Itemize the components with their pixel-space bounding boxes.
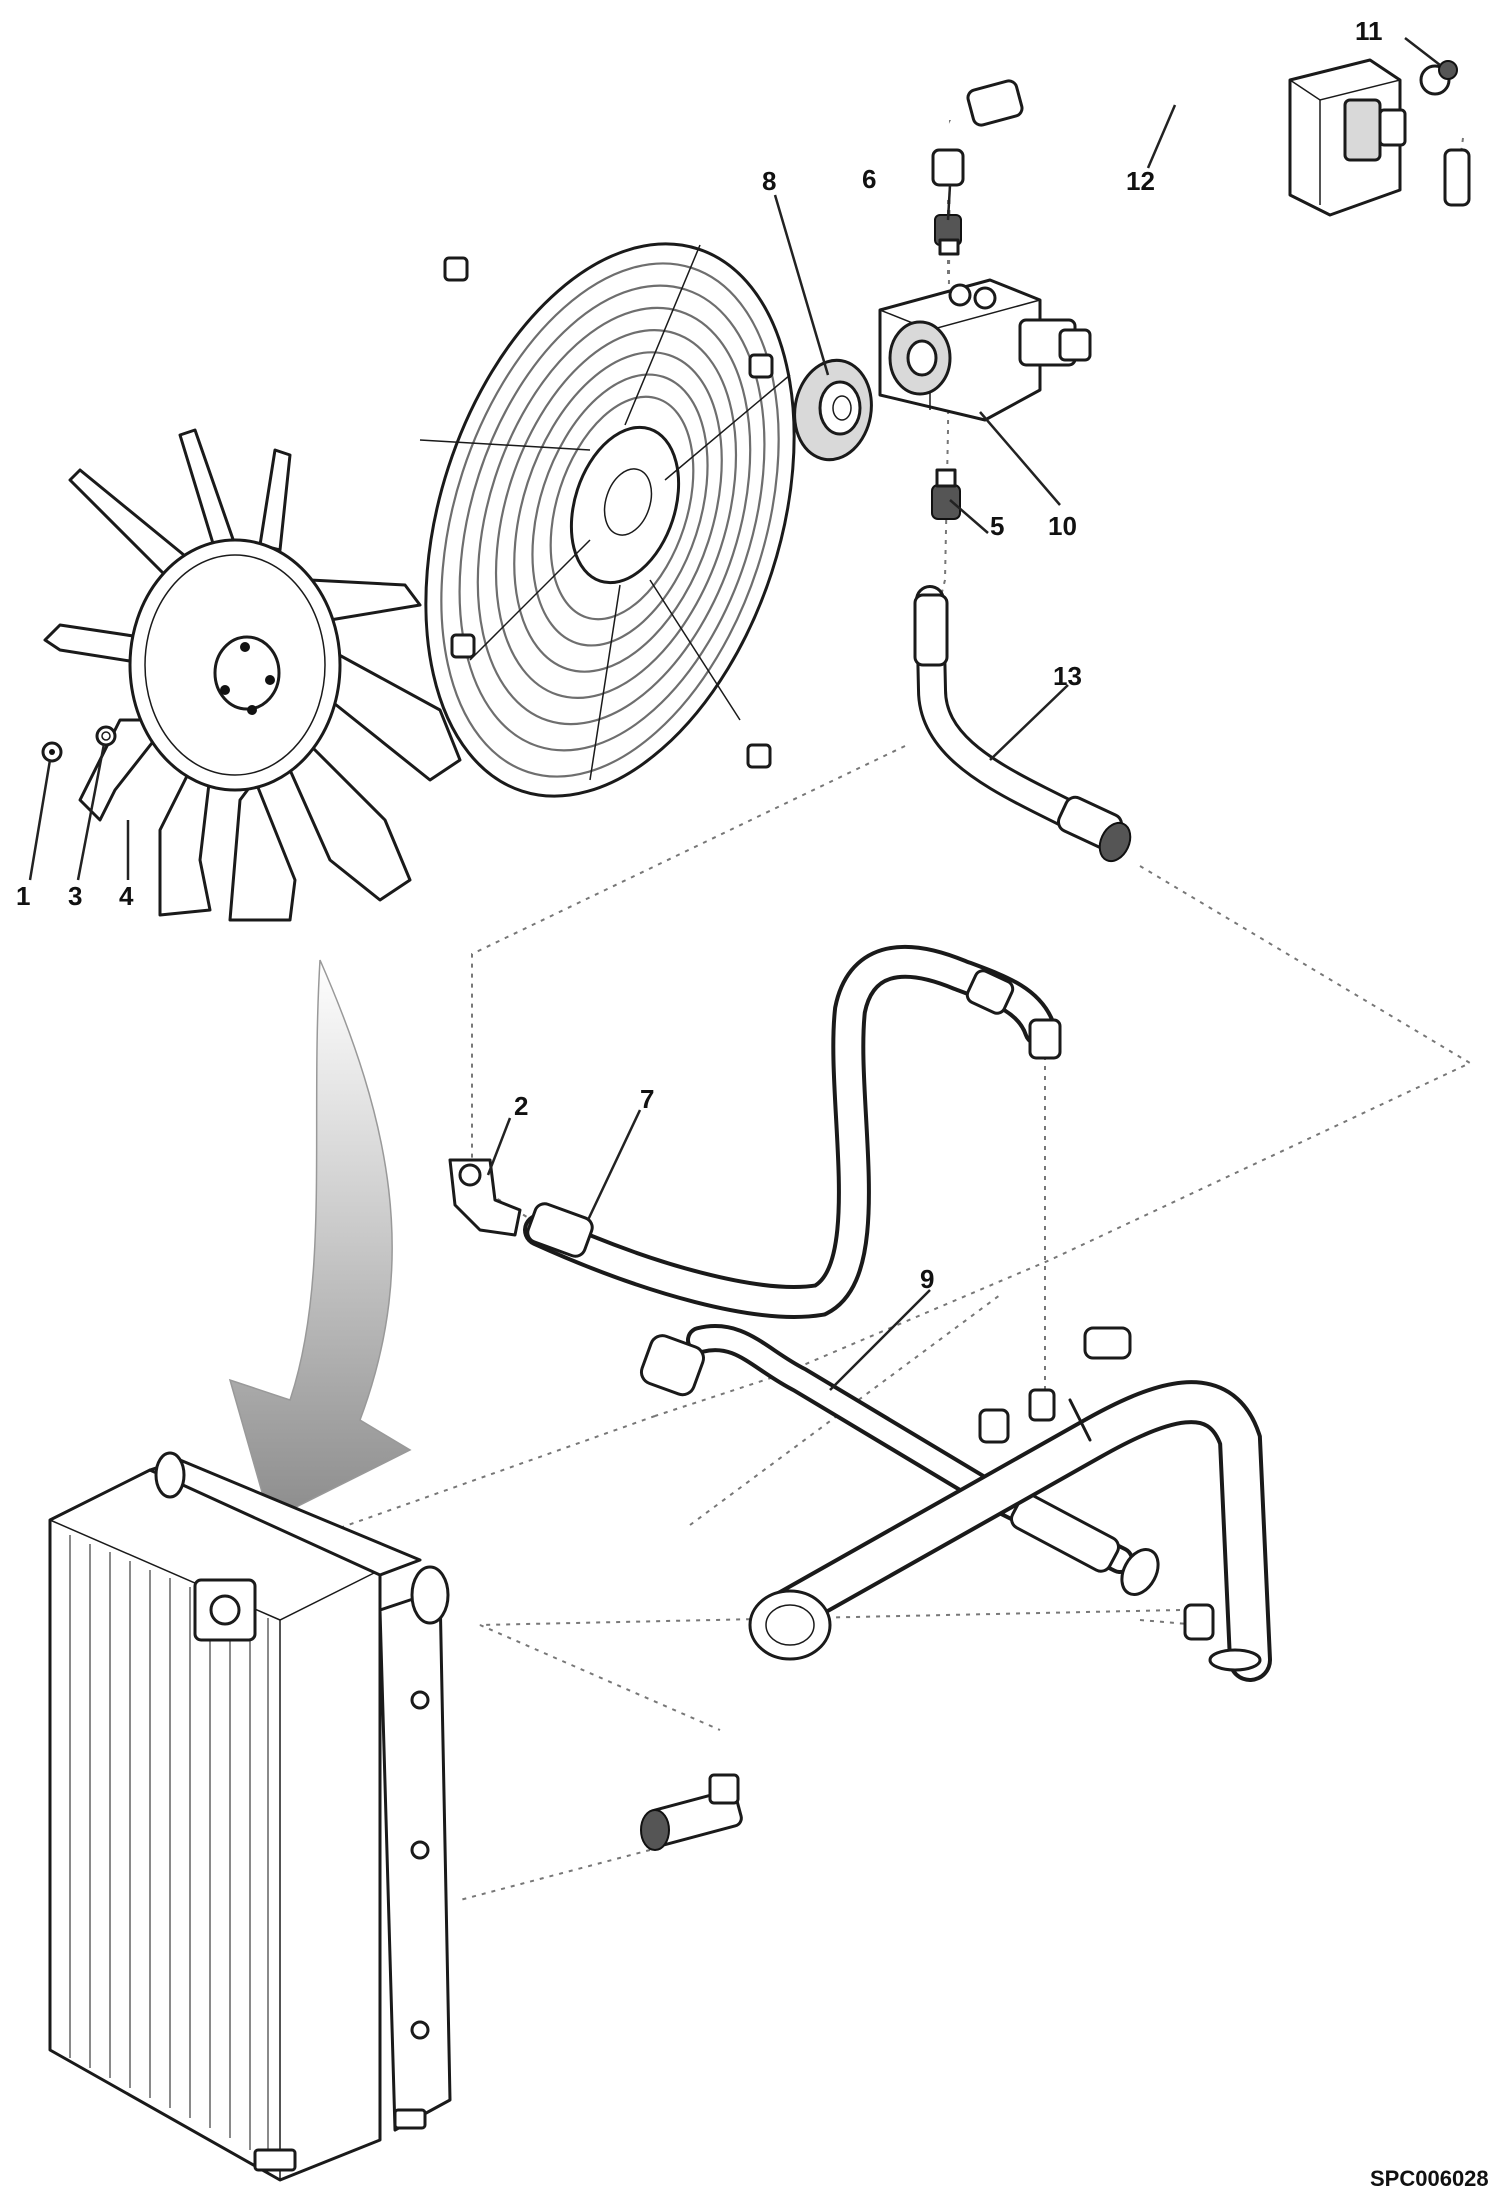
hub-adapter — [793, 358, 873, 462]
fitting-6 — [934, 214, 962, 256]
pipe-9 — [639, 1324, 1160, 1596]
washer-3 — [95, 725, 117, 747]
callout-10: 10 — [1048, 511, 1077, 541]
callout-1: 1 — [16, 881, 30, 911]
elbow-fitting-2 — [448, 1158, 522, 1237]
radiator-fins — [69, 1535, 269, 2165]
assembly-direction-arrow — [228, 959, 412, 1522]
callout-3: 3 — [68, 881, 82, 911]
callout-8: 8 — [762, 166, 776, 196]
callout-5: 5 — [990, 511, 1004, 541]
fan-guard — [419, 242, 796, 798]
callout-6: 6 — [862, 164, 876, 194]
callout-2: 2 — [514, 1091, 528, 1121]
callout-4: 4 — [119, 881, 134, 911]
hose-12 — [931, 71, 1471, 336]
callout-leaders — [28, 37, 1441, 1391]
callout-13: 13 — [1053, 661, 1082, 691]
lower-return-tube — [748, 1326, 1272, 1682]
assembly-dashed-lines — [319, 119, 1473, 1901]
hydraulic-fan-motor — [878, 278, 1092, 422]
callout-9: 9 — [920, 1264, 934, 1294]
bolt-1 — [41, 741, 63, 763]
hose-13 — [913, 585, 1132, 863]
hose-7 — [523, 944, 1062, 1319]
callout-12: 12 — [1126, 166, 1155, 196]
valve-block — [1288, 58, 1458, 217]
fitting-5 — [931, 468, 961, 520]
callout-7: 7 — [640, 1084, 654, 1114]
reference-code: SPC006028 — [1370, 2166, 1489, 2191]
callout-labels: 1 2 3 4 5 6 7 8 9 10 11 12 13 — [16, 16, 1383, 1294]
sensor-fitting — [640, 1773, 743, 1851]
fan-blade-assembly — [43, 428, 462, 922]
callout-11: 11 — [1355, 16, 1383, 46]
radiator — [48, 1451, 452, 2182]
